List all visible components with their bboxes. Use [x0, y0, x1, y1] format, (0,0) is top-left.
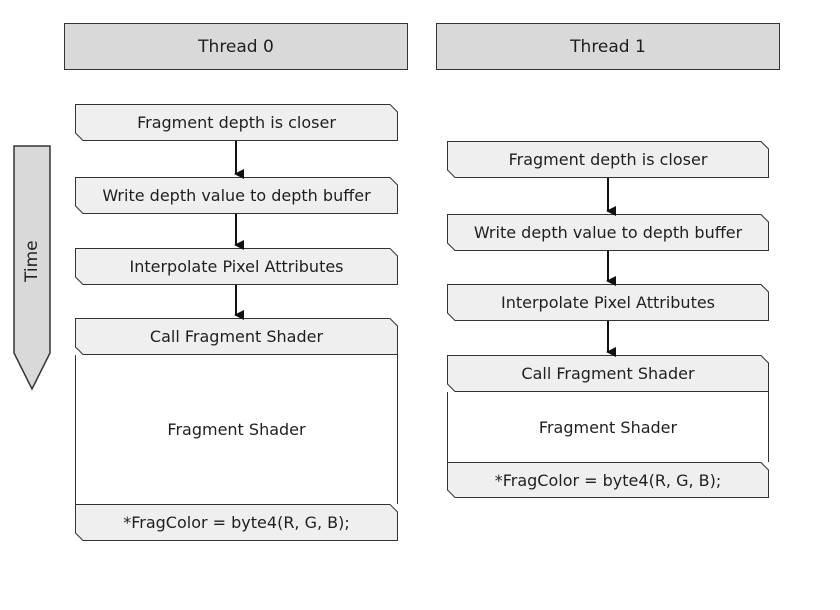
time-arrow-icon: [13, 145, 51, 391]
thread-1-shader-footer: *FragColor = byte4(R, G, B);: [447, 462, 769, 498]
thread-1-step-call-shader: Call Fragment Shader: [447, 355, 769, 392]
thread-1-step-depth-closer: Fragment depth is closer: [447, 141, 769, 178]
thread-1-shader-body: Fragment Shader: [447, 392, 769, 462]
thread-0-step-depth-closer: Fragment depth is closer: [75, 104, 398, 141]
thread-0-step-write-depth: Write depth value to depth buffer: [75, 177, 398, 214]
thread-1-step-write-depth: Write depth value to depth buffer: [447, 214, 769, 251]
thread-0-step-interpolate: Interpolate Pixel Attributes: [75, 248, 398, 285]
thread-0-step-call-shader: Call Fragment Shader: [75, 318, 398, 355]
thread-1-header: Thread 1: [436, 23, 780, 70]
time-axis-label: Time: [22, 240, 42, 282]
thread-0-shader-footer: *FragColor = byte4(R, G, B);: [75, 504, 398, 541]
thread-1-step-interpolate: Interpolate Pixel Attributes: [447, 284, 769, 321]
thread-0-shader-body: Fragment Shader: [75, 355, 398, 504]
thread-0-header: Thread 0: [64, 23, 408, 70]
